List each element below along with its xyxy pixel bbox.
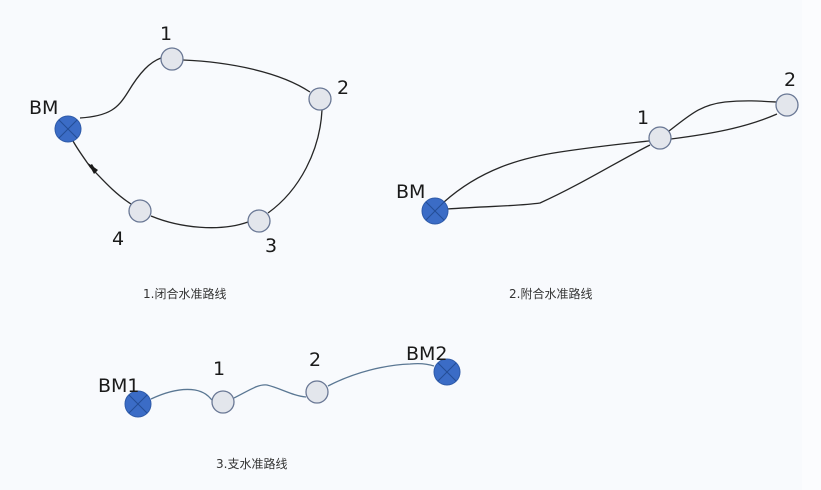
diagram-caption: 3.支水准路线 <box>216 456 287 471</box>
route-segment <box>233 384 307 399</box>
route-segment <box>668 100 777 132</box>
station-node <box>308 87 332 111</box>
benchmark-label: BM <box>29 97 58 119</box>
route-segment-return <box>72 140 92 169</box>
station-node <box>648 126 672 150</box>
station-label: 1 <box>160 23 172 45</box>
station-label: 2 <box>309 349 321 371</box>
station-node <box>160 47 184 71</box>
route-segment <box>150 215 249 229</box>
benchmark-marker <box>54 115 82 143</box>
station-node <box>211 390 235 414</box>
station-node <box>128 199 152 223</box>
station-label: 3 <box>265 235 277 257</box>
route-segment <box>327 362 435 387</box>
route-segment <box>446 144 651 210</box>
benchmark-marker <box>124 390 152 418</box>
station-label: 1 <box>213 358 225 380</box>
station-label: 4 <box>112 228 124 250</box>
route-segment <box>443 140 650 203</box>
route-segment <box>267 109 323 214</box>
direction-arrow-icon <box>88 163 98 174</box>
station-label: 2 <box>784 69 796 91</box>
route-segment <box>79 57 162 119</box>
route-segment <box>670 113 778 140</box>
station-label: 2 <box>337 77 349 99</box>
benchmark-marker <box>421 197 449 225</box>
diagram-caption: 1.闭合水准路线 <box>143 286 226 301</box>
spur-route-diagram: BM1 BM2 1 2 3.支水准路线 <box>98 343 461 471</box>
station-node <box>247 209 271 233</box>
benchmark-marker <box>433 358 461 386</box>
diagram-caption: 2.附合水准路线 <box>509 286 592 301</box>
route-segment <box>150 388 213 401</box>
station-node <box>305 380 329 404</box>
route-segment-return <box>90 167 132 205</box>
station-label: 1 <box>637 107 649 129</box>
station-node <box>775 93 799 117</box>
route-segment <box>182 59 311 93</box>
closed-route-diagram: BM 1 2 3 4 1.闭合水准路线 <box>29 23 349 301</box>
benchmark-label: BM1 <box>98 375 140 397</box>
benchmark-label: BM <box>396 181 425 203</box>
attached-route-diagram: BM 1 2 2.附合水准路线 <box>396 69 799 301</box>
benchmark-label: BM2 <box>406 343 448 365</box>
figure-right-margin <box>802 0 821 490</box>
